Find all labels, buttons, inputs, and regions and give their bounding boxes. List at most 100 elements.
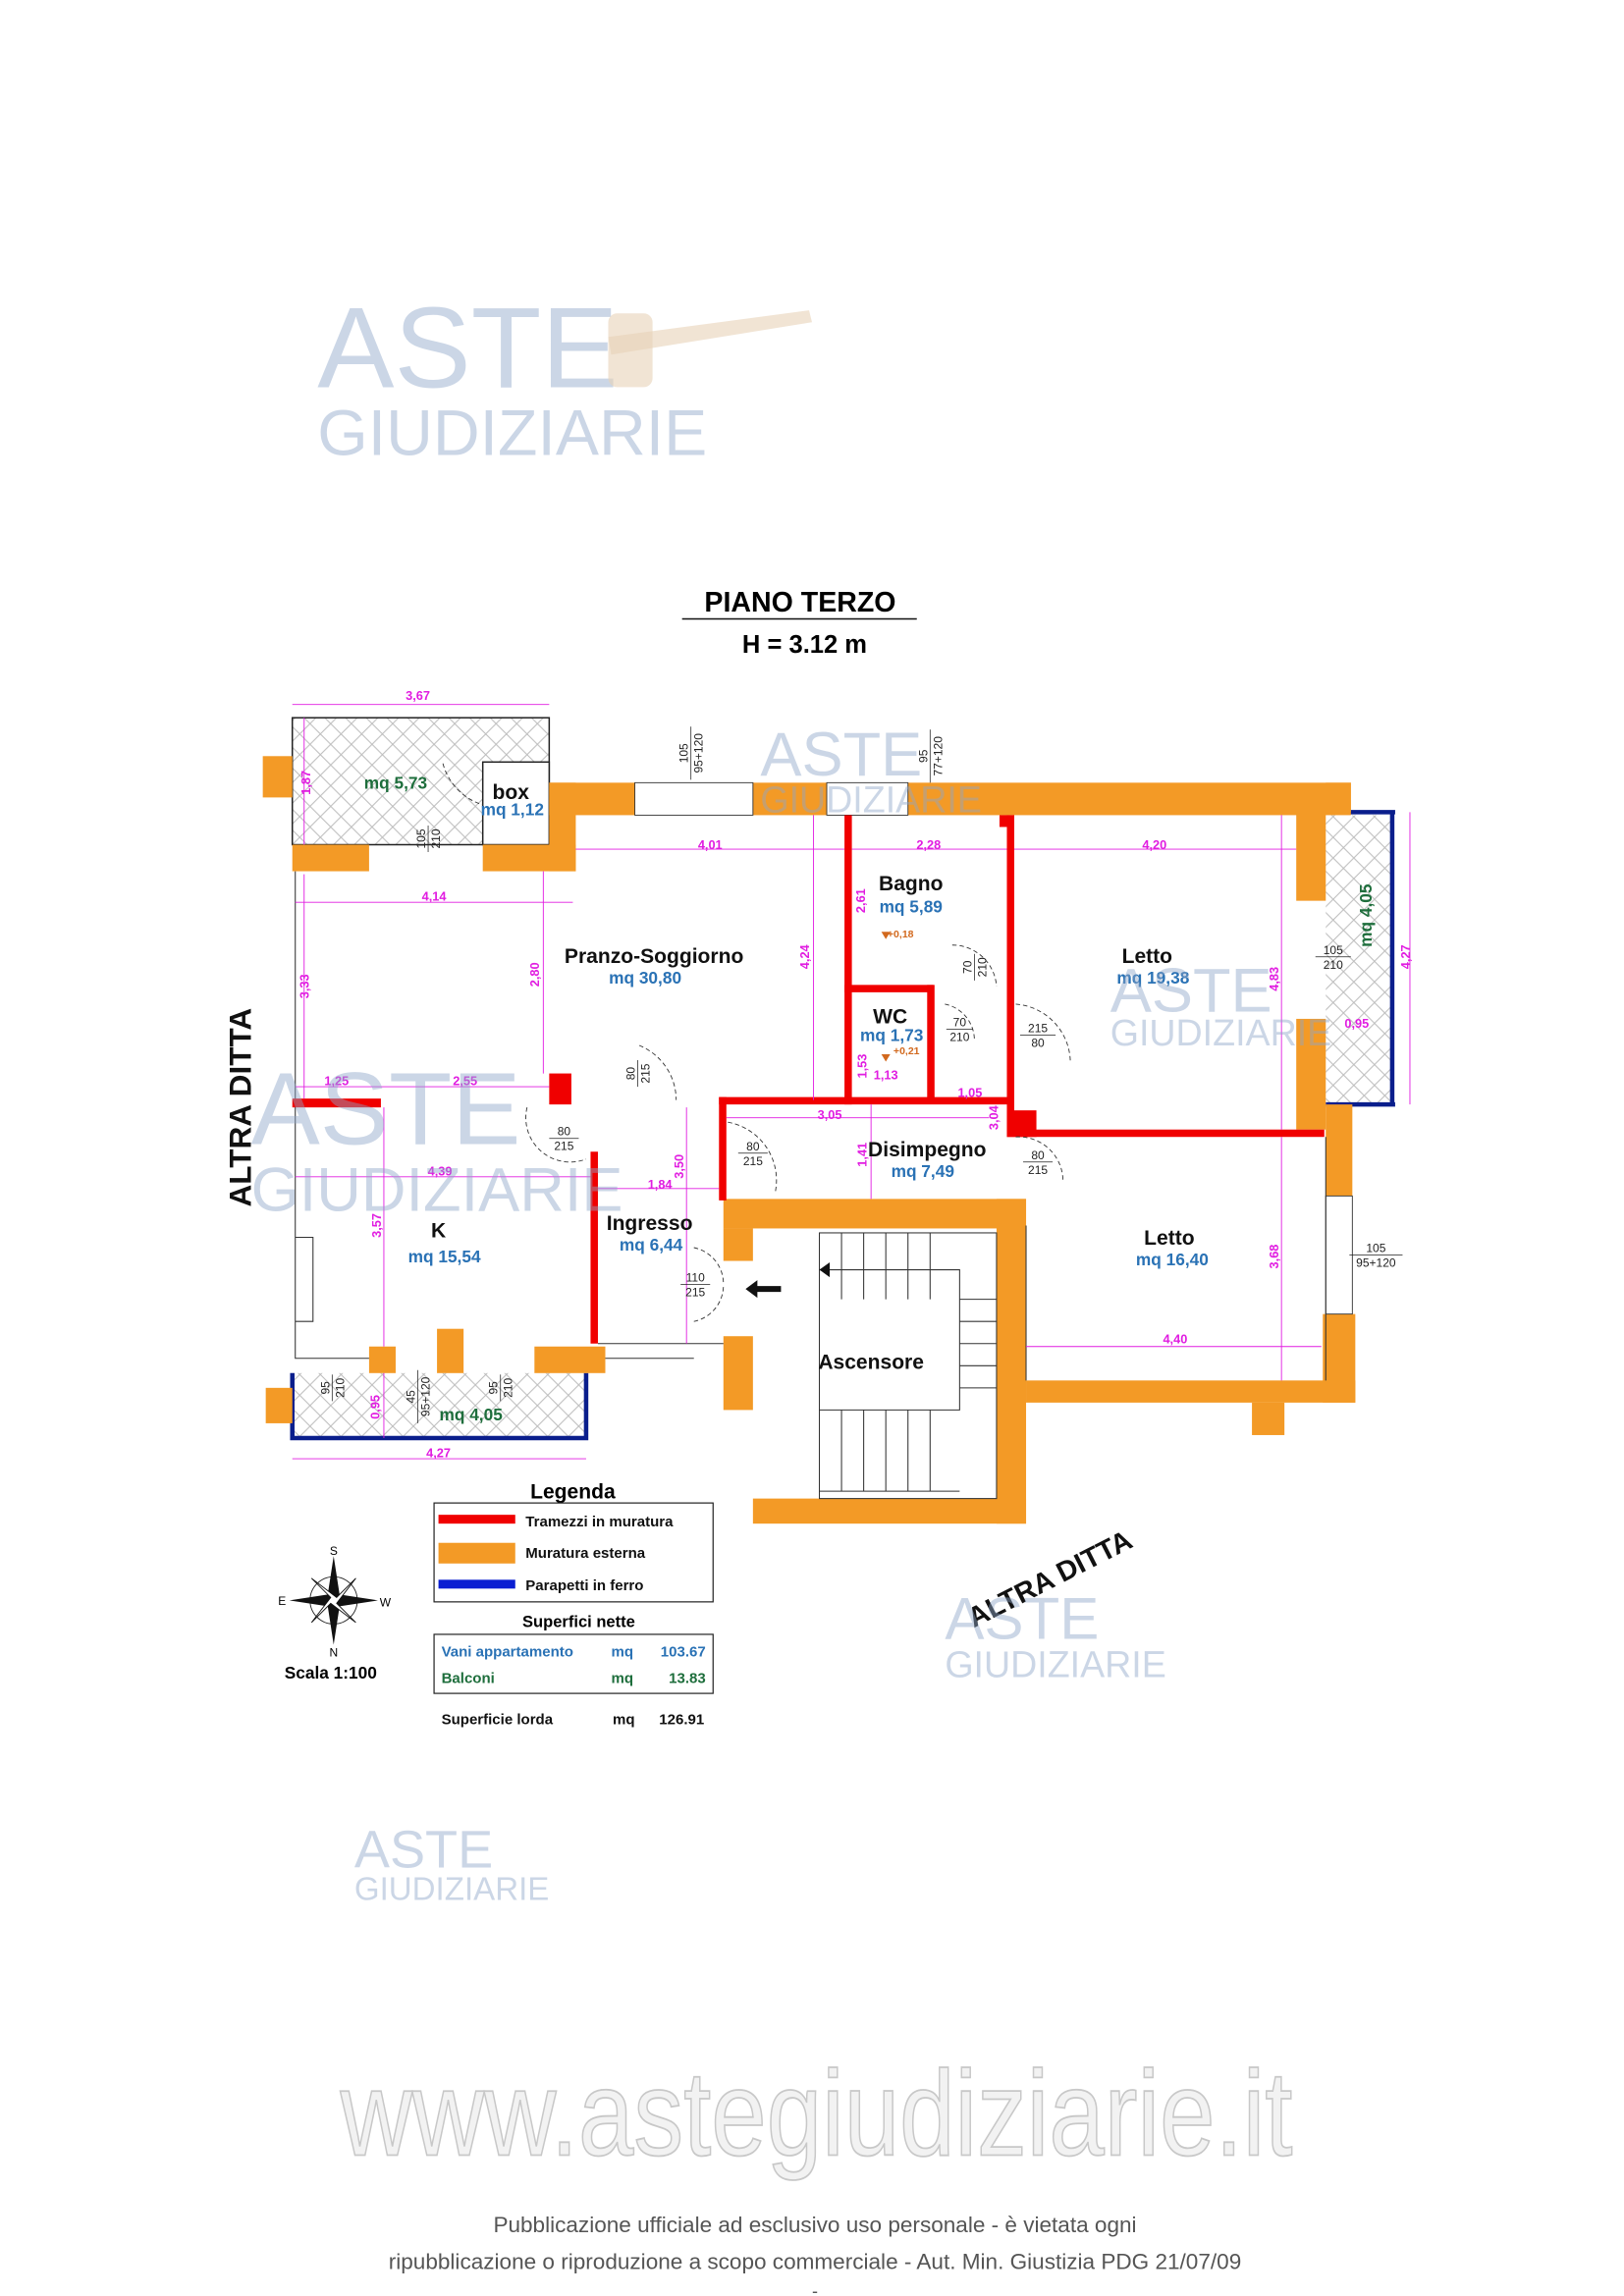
svg-text:ASTE: ASTE	[251, 1052, 521, 1167]
svg-text:1,53: 1,53	[855, 1054, 870, 1079]
wc-area: mq 1,73	[860, 1025, 923, 1044]
wc-level: +0,21	[893, 1045, 920, 1057]
svg-text:0,95: 0,95	[367, 1395, 382, 1419]
svg-text:215: 215	[743, 1154, 763, 1168]
bagno-area: mq 5,89	[880, 897, 943, 917]
plan-title: PIANO TERZO	[704, 587, 895, 618]
svg-text:N: N	[329, 1646, 338, 1660]
svg-text:3,57: 3,57	[369, 1213, 384, 1238]
ceiling-height: H = 3.12 m	[742, 631, 867, 659]
wc-name: WC	[873, 1005, 907, 1028]
room-labels: mq 5,73 box mq 1,12 Pranzo-Soggiorno mq …	[364, 773, 1376, 1424]
window	[1325, 1195, 1353, 1315]
svg-text:105: 105	[1366, 1242, 1385, 1255]
svg-text:70: 70	[953, 1015, 967, 1029]
svg-text:95: 95	[318, 1381, 332, 1395]
ascensore-name: Ascensore	[818, 1351, 924, 1373]
svg-text:4,27: 4,27	[1398, 944, 1413, 969]
window	[826, 781, 909, 816]
svg-text:95+120: 95+120	[1356, 1256, 1396, 1270]
svg-text:1,13: 1,13	[874, 1068, 898, 1083]
svg-text:80: 80	[624, 1067, 638, 1081]
svg-text:3,50: 3,50	[672, 1154, 686, 1179]
svg-text:mq: mq	[612, 1671, 634, 1687]
legend-swatch-blue	[438, 1579, 515, 1589]
svg-text:210: 210	[429, 828, 443, 848]
svg-text:Vani appartamento: Vani appartamento	[442, 1644, 573, 1661]
svg-text:GIUDIZIARIE: GIUDIZIARIE	[760, 778, 982, 820]
ingresso-area: mq 6,44	[620, 1235, 683, 1255]
svg-text:95: 95	[487, 1381, 501, 1395]
svg-text:95+120: 95+120	[692, 733, 706, 774]
svg-text:E: E	[278, 1594, 286, 1608]
svg-text:4,83: 4,83	[1267, 967, 1281, 991]
stair-arrow-icon	[819, 1262, 831, 1278]
svg-text:215: 215	[554, 1140, 573, 1153]
pranzo-name: Pranzo-Soggiorno	[565, 945, 744, 968]
legend: Legenda Tramezzi in muratura Muratura es…	[433, 1481, 714, 1603]
dimension-lines	[292, 704, 1411, 1460]
svg-text:215: 215	[639, 1063, 653, 1083]
level-marker-icon	[881, 932, 891, 939]
svg-text:ASTE: ASTE	[760, 721, 922, 789]
svg-text:Muratura esterna: Muratura esterna	[525, 1545, 645, 1562]
scale-label: Scala 1:100	[285, 1663, 377, 1682]
svg-text:80: 80	[746, 1140, 760, 1153]
svg-text:80: 80	[1031, 1148, 1045, 1162]
ingresso-name: Ingresso	[607, 1212, 693, 1235]
svg-text:1,41: 1,41	[855, 1143, 870, 1167]
gavel-icon	[608, 310, 812, 355]
svg-text:80: 80	[558, 1125, 571, 1139]
bagno-name: Bagno	[879, 873, 944, 895]
svg-text:210: 210	[333, 1378, 347, 1398]
svg-text:2,61: 2,61	[853, 888, 868, 913]
svg-text:ASTE: ASTE	[945, 1585, 1099, 1651]
svg-text:W: W	[380, 1595, 392, 1609]
svg-text:3,05: 3,05	[818, 1107, 842, 1122]
svg-text:13.83: 13.83	[669, 1671, 706, 1687]
svg-text:GIUDIZIARIE: GIUDIZIARIE	[1110, 1012, 1332, 1053]
svg-text:GIUDIZIARIE: GIUDIZIARIE	[354, 1872, 550, 1908]
svg-text:215: 215	[1028, 1021, 1048, 1035]
svg-text:Parapetti in ferro: Parapetti in ferro	[525, 1577, 643, 1594]
svg-text:GIUDIZIARIE: GIUDIZIARIE	[945, 1644, 1166, 1685]
svg-text:70: 70	[960, 960, 974, 974]
svg-text:1,87: 1,87	[298, 771, 313, 795]
legend-swatch-red	[438, 1515, 515, 1524]
balcony-top-area: mq 5,73	[364, 773, 427, 792]
svg-text:210: 210	[949, 1030, 969, 1043]
door-swings	[442, 763, 1071, 1322]
svg-text:105: 105	[414, 828, 428, 848]
svg-text:ASTE: ASTE	[1110, 956, 1272, 1025]
svg-text:1,25: 1,25	[324, 1074, 349, 1089]
svg-text:ASTE: ASTE	[317, 283, 618, 411]
staircase	[818, 1232, 998, 1500]
svg-text:4,14: 4,14	[422, 889, 448, 904]
svg-text:105: 105	[1324, 943, 1343, 957]
dimensions: 3,67 1,87 4,01 2,28 4,20 4,14 2,61 2,80 …	[297, 688, 1413, 1460]
svg-text:1,84: 1,84	[648, 1177, 674, 1192]
svg-text:45: 45	[405, 1390, 418, 1404]
svg-text:Tramezzi in muratura: Tramezzi in muratura	[525, 1514, 674, 1530]
svg-text:105: 105	[677, 743, 691, 763]
footer-line-3: -	[812, 2281, 818, 2296]
letto1-area: mq 19,38	[1116, 968, 1189, 988]
svg-text:103.67: 103.67	[661, 1644, 706, 1661]
svg-text:215: 215	[1028, 1163, 1048, 1177]
svg-text:4,01: 4,01	[698, 837, 723, 852]
svg-text:210: 210	[502, 1378, 515, 1398]
svg-text:110: 110	[686, 1271, 705, 1285]
svg-text:Legenda: Legenda	[530, 1481, 616, 1504]
balcony-bottom	[292, 1372, 586, 1438]
svg-text:77+120: 77+120	[931, 736, 945, 776]
entrance-arrow-icon	[745, 1280, 782, 1299]
svg-text:Superfici nette: Superfici nette	[522, 1612, 635, 1630]
svg-text:S: S	[330, 1544, 338, 1558]
svg-text:3,68: 3,68	[1267, 1245, 1281, 1269]
svg-text:215: 215	[685, 1286, 705, 1300]
svg-text:4,24: 4,24	[797, 943, 812, 969]
svg-text:210: 210	[975, 957, 989, 977]
svg-text:2,80: 2,80	[527, 962, 542, 987]
